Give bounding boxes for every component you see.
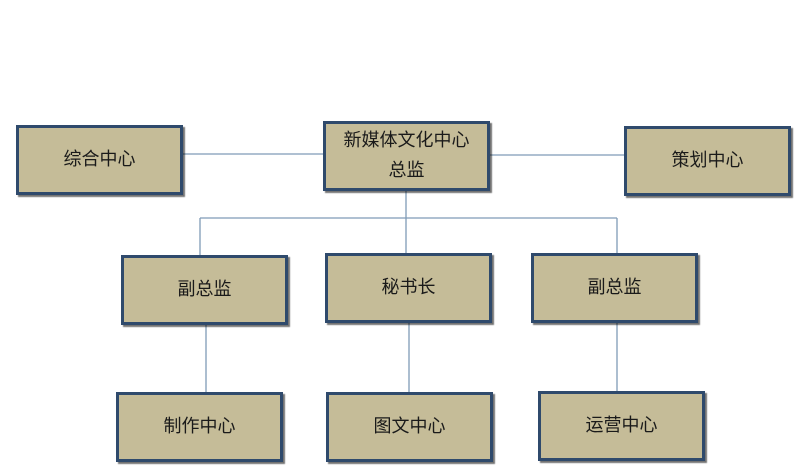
node-secretary: 秘书长 <box>325 253 492 323</box>
node-deputy2: 副总监 <box>531 253 698 323</box>
node-deputy1-label: 副总监 <box>177 279 232 300</box>
node-secretary-label: 秘书长 <box>381 277 436 298</box>
node-right: 策划中心 <box>624 126 791 196</box>
node-left-label: 综合中心 <box>63 149 136 170</box>
node-production: 制作中心 <box>116 392 283 462</box>
node-right-label: 策划中心 <box>671 150 744 171</box>
node-root-label: 新媒体文化中心 总监 <box>343 130 470 181</box>
node-deputy1: 副总监 <box>121 255 288 325</box>
node-operations: 运营中心 <box>538 391 705 461</box>
node-deputy2-label: 副总监 <box>587 277 642 298</box>
node-left: 综合中心 <box>16 125 183 195</box>
node-operations-label: 运营中心 <box>585 415 658 436</box>
node-production-label: 制作中心 <box>163 416 236 437</box>
node-root: 新媒体文化中心 总监 <box>323 121 490 191</box>
node-graphics-label: 图文中心 <box>373 416 446 437</box>
node-graphics: 图文中心 <box>326 392 493 462</box>
